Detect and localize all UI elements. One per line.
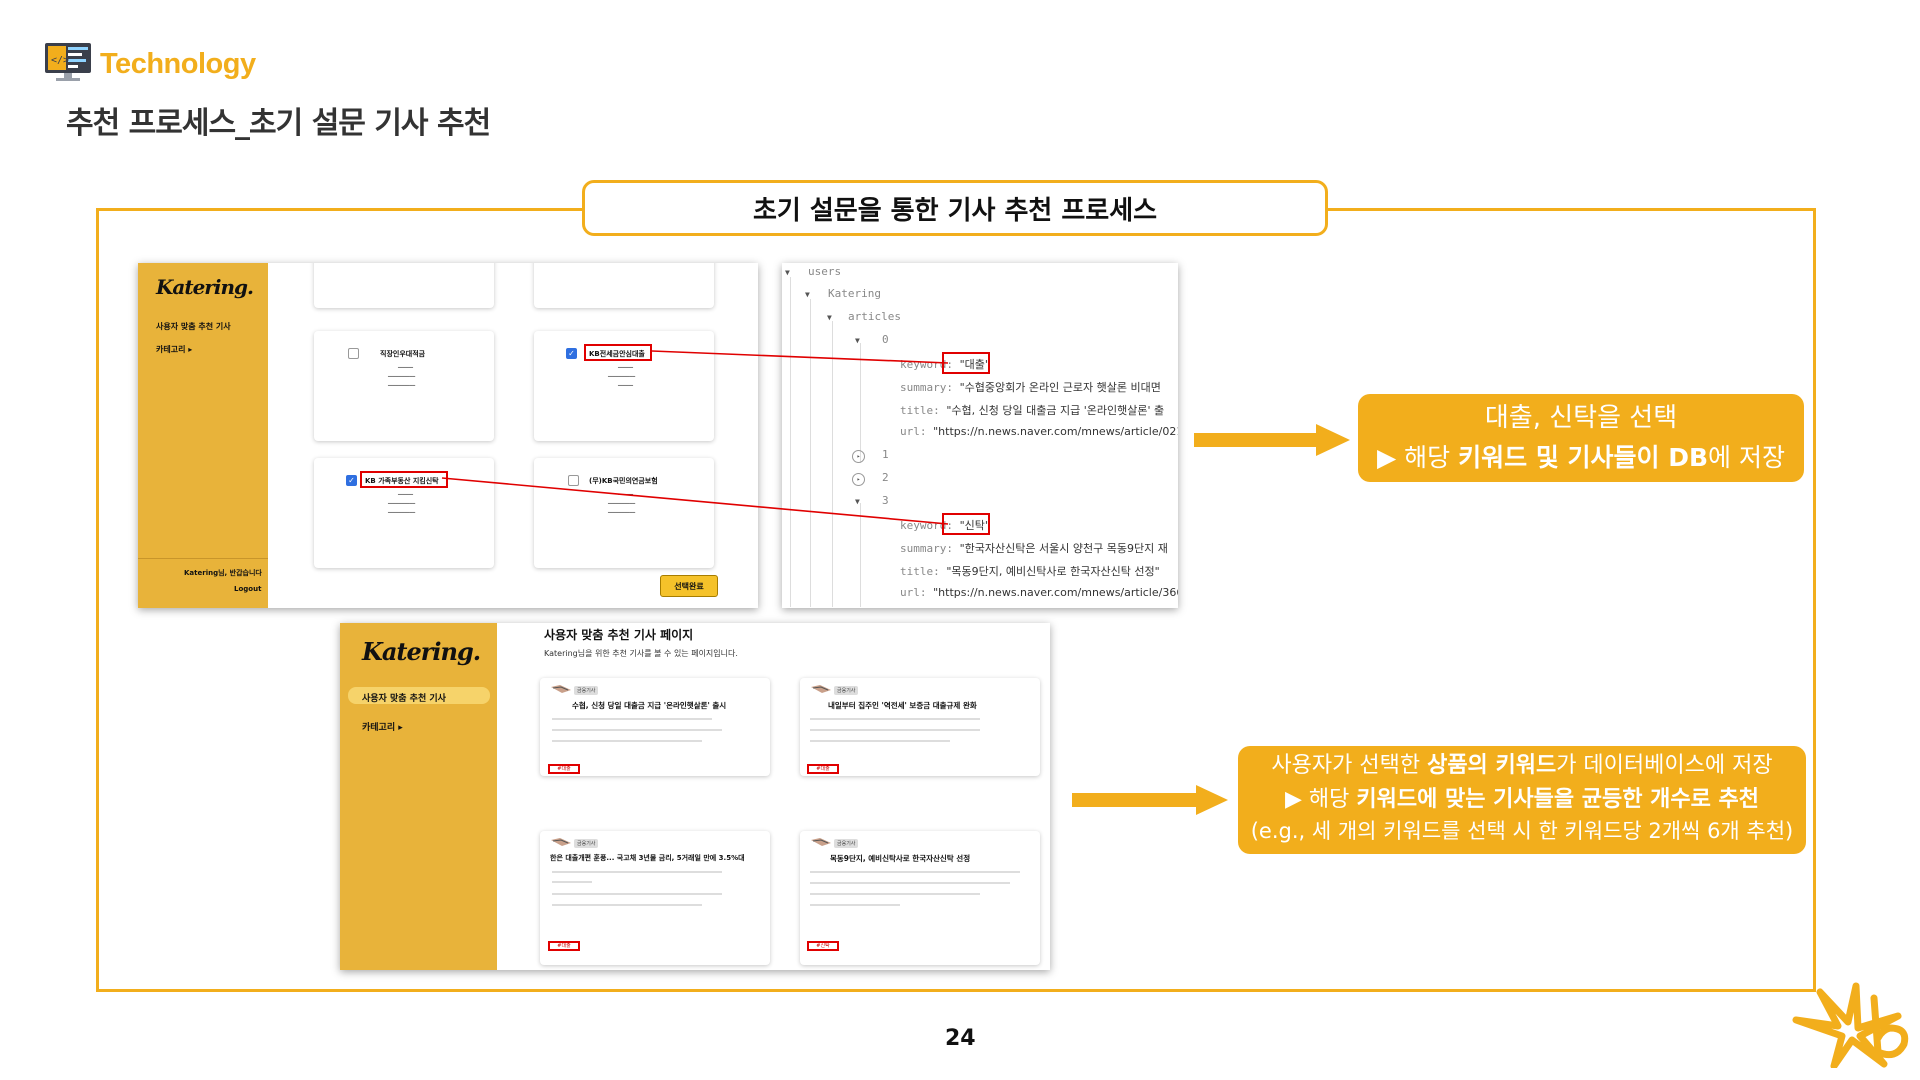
keyword-tag-highlight: #신탁 (807, 941, 839, 951)
callout-line: 사용자가 선택한 상품의 키워드가 데이터베이스에 저장 (1271, 753, 1773, 778)
tree-field-title: title: "수협, 신청 당일 대출금 지급 '온라인햇살론' 출 (900, 404, 1165, 417)
svg-text:</>: </> (51, 55, 69, 66)
highlight-box (584, 344, 652, 361)
keyword-tag-highlight: #대출 (548, 764, 580, 774)
arrow-right-icon (1194, 424, 1350, 456)
tree-node-index[interactable]: 1 (882, 448, 889, 461)
product-card (314, 263, 494, 308)
tree-field-url: url: "https://n.news.naver.com/mnews/art… (900, 586, 1178, 599)
article-title[interactable]: 한은 대출개편 훈풍... 국고채 3년물 금리, 5거래일 만에 3.5%대 (550, 854, 745, 862)
product-card[interactable]: (무)KB국민의연금보험 ━━━━━ ━━━━━━━━━ ━━━━━━━━━ (534, 458, 714, 568)
article-card[interactable]: 금융기사 한은 대출개편 훈풍... 국고채 3년물 금리, 5거래일 만에 3… (540, 831, 770, 965)
article-card[interactable]: 금융기사 내일부터 집주인 '역전세' 보증금 대출규제 완화 #대출 (800, 678, 1040, 776)
sidebar-item-recommend[interactable]: 사용자 맞춤 추천 기사 (362, 694, 446, 704)
greeting-text: Katering님, 반갑습니다 (184, 569, 262, 577)
expand-icon[interactable]: ▸ (852, 473, 865, 486)
recommendation-page-screenshot: Katering. 사용자 맞춤 추천 기사 카테고리 ▸ 사용자 맞춤 추천 … (340, 623, 1050, 970)
tree-node-users[interactable]: users (808, 265, 842, 278)
news-thumbnail-icon (811, 685, 831, 693)
news-thumbnail-icon (811, 838, 831, 846)
category-tag: 금융기사 (574, 839, 599, 848)
katering-logo: Katering. (362, 637, 481, 666)
article-title[interactable]: 수협, 신청 당일 대출금 지급 '온라인햇살론' 출시 (572, 701, 727, 710)
article-card[interactable]: 금융기사 목동9단지, 예비신탁사로 한국자산신탁 선정 #신탁 (800, 831, 1040, 965)
product-card (534, 263, 714, 308)
select-done-button[interactable]: 선택완료 (660, 575, 718, 597)
product-name: (무)KB국민의연금보험 (589, 477, 658, 485)
frame-title: 초기 설문을 통한 기사 추천 프로세스 (582, 180, 1328, 236)
callout-recommend: 사용자가 선택한 상품의 키워드가 데이터베이스에 저장 ▶ 해당 키워드에 맞… (1238, 746, 1806, 854)
category-tag: 금융기사 (834, 686, 859, 695)
product-name: 직장인우대적금 (380, 350, 426, 358)
highlight-box (360, 471, 448, 488)
news-thumbnail-icon (551, 685, 571, 693)
tree-node-index[interactable]: 3 (882, 494, 889, 507)
expand-icon[interactable]: ▸ (852, 450, 865, 463)
article-title[interactable]: 목동9단지, 예비신탁사로 한국자산신탁 선정 (830, 854, 971, 863)
sidebar-item-category[interactable]: 카테고리 ▸ (362, 723, 403, 733)
product-name: KB 가족부동산 지킴신탁 (365, 477, 439, 485)
product-card[interactable]: ✓ KB전세금안심대출 ━━━━━ ━━━━━━━━━ ━━━━━ (534, 331, 714, 441)
article-title[interactable]: 내일부터 집주인 '역전세' 보증금 대출규제 완화 (828, 701, 977, 710)
product-card[interactable]: ✓ KB 가족부동산 지킴신탁 ━━━━━ ━━━━━━━━━ ━━━━━━━━… (314, 458, 494, 568)
database-tree-screenshot: ▼ users ▼ Katering ▼ articles ▼ 0 keywor… (782, 263, 1178, 608)
callout-line: 대출, 신탁을 선택 (1484, 403, 1678, 433)
tree-field-title: title: "목동9단지, 예비신탁사로 한국자산신탁 선정" (900, 565, 1160, 578)
sidebar-item-category[interactable]: 카테고리 ▸ (156, 345, 193, 354)
product-card[interactable]: 직장인우대적금 ━━━━━ ━━━━━━━━━ ━━━━━━━━━ (314, 331, 494, 441)
page-subtitle: 추천 프로세스_초기 설문 기사 추천 (66, 106, 491, 141)
news-thumbnail-icon (551, 838, 571, 846)
callout-line: (e.g., 세 개의 키워드를 선택 시 한 키워드당 2개씩 6개 추천) (1250, 819, 1794, 843)
logout-link[interactable]: Logout (234, 585, 262, 593)
page-number: 24 (945, 1026, 976, 1051)
category-tag: 금융기사 (834, 839, 859, 848)
tree-node-index[interactable]: 0 (882, 333, 889, 346)
sidebar-item-recommend[interactable]: 사용자 맞춤 추천 기사 (156, 322, 231, 331)
tree-field-url: url: "https://n.news.naver.com/mnews/art… (900, 425, 1178, 438)
product-name: KB전세금안심대출 (589, 350, 645, 358)
article-card[interactable]: 금융기사 수협, 신청 당일 대출금 지급 '온라인햇살론' 출시 #대출 (540, 678, 770, 776)
callout-line: ▶ 해당 키워드 및 기사들이 DB에 저장 (1377, 443, 1785, 472)
tree-node-index[interactable]: 2 (882, 471, 889, 484)
connector-line (651, 350, 949, 364)
product-checkbox-checked[interactable]: ✓ (346, 475, 357, 486)
tree-field-summary: summary: "수협중앙회가 온라인 근로자 햇살론 비대면 (900, 381, 1161, 394)
callout-line: ▶ 해당 키워드에 맞는 기사들을 균등한 개수로 추천 (1284, 787, 1759, 812)
brand-title: Technology (100, 48, 256, 80)
page-description: Katering님을 위한 추천 기사를 볼 수 있는 페이지입니다. (544, 649, 738, 658)
katering-logo: Katering. (156, 275, 254, 299)
page-title: 사용자 맞춤 추천 기사 페이지 (544, 628, 694, 642)
sidebar: Katering. 사용자 맞춤 추천 기사 카테고리 ▸ (340, 623, 497, 970)
product-checkbox[interactable] (348, 348, 359, 359)
category-tag: 금융기사 (574, 686, 599, 695)
arrow-right-icon (1072, 785, 1228, 815)
sidebar-active-highlight (348, 687, 490, 704)
sidebar: Katering. 사용자 맞춤 추천 기사 카테고리 ▸ Katering님,… (138, 263, 268, 608)
keyword-tag-highlight: #대출 (807, 764, 839, 774)
tree-node-katering[interactable]: Katering (828, 287, 881, 300)
tree-field-keyword: keyword: "신탁" (900, 519, 990, 532)
callout-db-save: 대출, 신탁을 선택 ▶ 해당 키워드 및 기사들이 DB에 저장 (1358, 394, 1804, 482)
tree-node-articles[interactable]: articles (848, 310, 901, 323)
connector-line (441, 477, 949, 525)
kb-star-logo (1792, 982, 1909, 1068)
monitor-code-icon: </> (45, 43, 91, 81)
keyword-tag-highlight: #대출 (548, 941, 580, 951)
product-checkbox-checked[interactable]: ✓ (566, 348, 577, 359)
tree-field-summary: summary: "한국자산신탁은 서울시 양천구 목동9단지 재 (900, 542, 1168, 555)
product-selection-screenshot: Katering. 사용자 맞춤 추천 기사 카테고리 ▸ Katering님,… (138, 263, 758, 608)
product-checkbox[interactable] (568, 475, 579, 486)
